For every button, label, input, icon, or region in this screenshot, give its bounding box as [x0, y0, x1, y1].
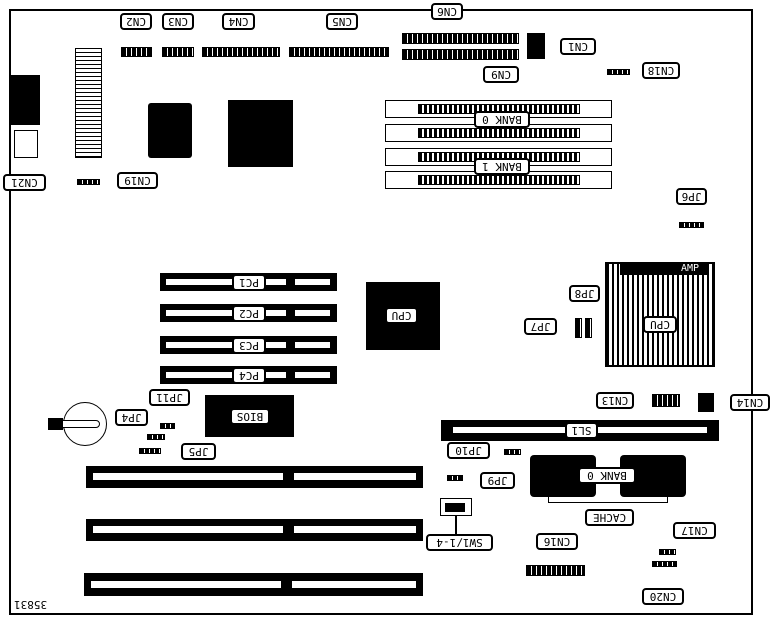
pc4-label: PC4	[232, 367, 266, 384]
pc3-label: PC3	[232, 337, 266, 354]
cache-bank0-label: BANK 0	[578, 467, 636, 484]
jp8-label: JP8	[569, 285, 600, 302]
cn13-label: CN13	[596, 392, 634, 409]
cn6-label: CN6	[431, 3, 463, 20]
cn3-connector	[162, 47, 194, 57]
cn9-label: CN9	[483, 66, 519, 83]
pc1-label: PC1	[232, 274, 266, 291]
jp6-jumper	[679, 222, 704, 228]
jp7-jumper	[575, 318, 582, 338]
bank0-label: BANK 0	[474, 111, 530, 128]
sw1-label: SW1/1-4	[426, 534, 493, 551]
keyboard-connector	[9, 75, 40, 125]
cn19-connector	[77, 179, 100, 185]
cache-bracket	[548, 497, 668, 503]
cn19-label: CN19	[117, 172, 158, 189]
cpu-socket-label: CPU	[643, 316, 677, 333]
cn14-connector	[698, 393, 714, 412]
jp8-jumper	[585, 318, 592, 338]
cn2-label: CN2	[120, 13, 152, 30]
cn5-connector	[289, 47, 389, 57]
cn20-label: CN20	[642, 588, 684, 605]
bank1-label: BANK 1	[474, 158, 530, 175]
bios-label: BIOS	[230, 408, 270, 425]
cn14-label: CN14	[730, 394, 770, 411]
jp9-label: JP9	[480, 472, 515, 489]
jp5-jumper	[139, 448, 161, 454]
jp7-label: JP7	[524, 318, 557, 335]
cn3-label: CN3	[162, 13, 194, 30]
cn4-connector	[202, 47, 280, 57]
sw1-switch	[440, 498, 472, 516]
cn1-label: CN1	[560, 38, 596, 55]
cn2-connector	[121, 47, 152, 57]
leader-line	[455, 516, 457, 534]
sl1-label: SL1	[565, 422, 598, 439]
cn16-connector	[526, 565, 585, 576]
jp11-label: JP11	[149, 389, 190, 406]
cache-label: CACHE	[585, 509, 634, 526]
jp5-label: JP5	[181, 443, 216, 460]
simm-slot	[385, 171, 612, 189]
cn21-label: CN21	[3, 174, 46, 191]
pc2-label: PC2	[232, 305, 266, 322]
isa-slot	[84, 573, 423, 596]
jp10-jumper	[504, 449, 521, 455]
isa-slot	[86, 466, 423, 488]
cpu-socket	[605, 262, 715, 367]
cn4-label: CN4	[222, 13, 255, 30]
cn16-label: CN16	[536, 533, 578, 550]
cpu-chip-label: CPU	[385, 307, 418, 324]
cn20-connector	[652, 561, 677, 567]
isa-slot	[86, 519, 423, 541]
jp4-label: JP4	[115, 409, 148, 426]
amp-label: AMP	[681, 263, 700, 274]
jp11-jumper	[160, 423, 175, 429]
board-outline	[9, 9, 753, 615]
cn17-label: CN17	[673, 522, 716, 539]
jp4-jumper	[147, 434, 165, 440]
cn21-connector	[14, 130, 38, 158]
jp10-label: JP10	[447, 442, 490, 459]
cn18-connector	[607, 69, 630, 75]
chipset	[228, 100, 293, 167]
battery-clip	[48, 418, 63, 430]
cn6-connector	[402, 33, 519, 44]
chipset	[148, 103, 192, 158]
jp9-jumper	[447, 475, 463, 481]
cn9-connector	[402, 49, 519, 60]
figure-id: 35831	[14, 598, 48, 611]
battery-pin	[62, 420, 100, 428]
power-connector	[75, 48, 102, 158]
cn1-connector	[527, 33, 545, 59]
cn13-connector	[652, 394, 680, 407]
cn18-label: CN18	[642, 62, 680, 79]
cn17-connector	[659, 549, 676, 555]
jp6-label: JP6	[676, 188, 707, 205]
cn5-label: CN5	[326, 13, 358, 30]
